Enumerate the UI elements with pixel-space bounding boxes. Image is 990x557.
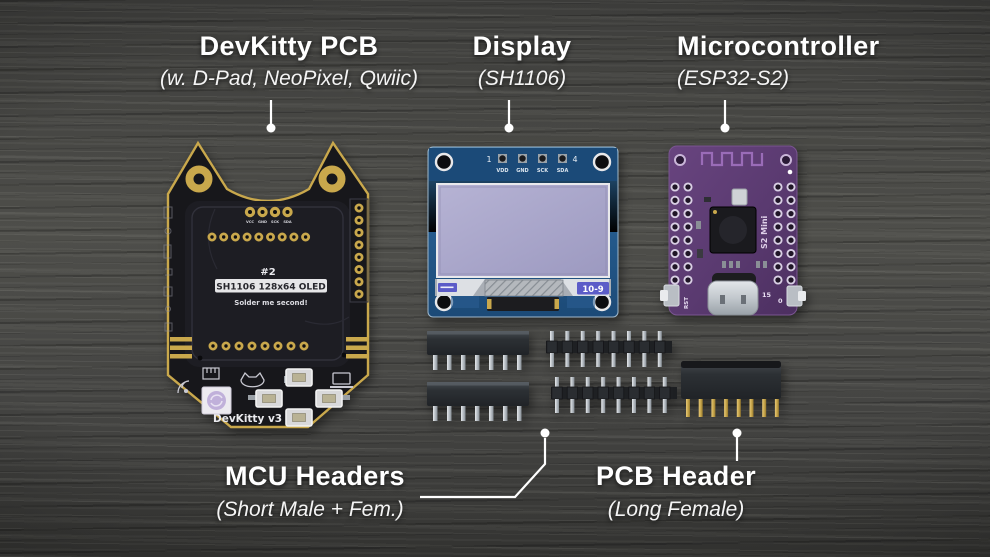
pin1-mark: 1: [486, 155, 491, 164]
svg-text:SCK: SCK: [271, 220, 279, 224]
mount-hole-right: [780, 154, 792, 166]
s2-mini-name: S2 Mini: [760, 215, 769, 249]
ribbon-connector: [487, 297, 559, 311]
dpad-right-button: [315, 389, 350, 408]
oled-pin-labels: VCC GND SCK SDA: [246, 220, 292, 224]
oled-note-text: SH1106 128x64 OLED: [216, 283, 325, 293]
dpad-down-button: [285, 408, 313, 427]
dpad-left-button: [248, 389, 283, 408]
female-header-pins: [433, 406, 522, 421]
male-header-2: [551, 377, 677, 419]
devkitty-pcb-sublabel: (w. D-Pad, NeoPixel, Qwiic): [160, 67, 418, 90]
pcb-position-number: #2: [260, 267, 275, 278]
microcontroller-photo: S2 Mini RST 15 0: [660, 145, 806, 324]
female-header-pins: [433, 355, 522, 370]
header-hole-row-bottom: [208, 341, 309, 351]
antenna-trace: [700, 151, 764, 167]
rst-label: RST: [684, 297, 690, 309]
castellation-stripes: [170, 337, 368, 359]
display-label: Display: [472, 31, 572, 61]
header-hole-row-top: [207, 232, 311, 242]
cat-face-icon: [240, 371, 265, 388]
boot-button: [786, 285, 806, 307]
pcb-header-sublabel: (Long Female): [607, 498, 745, 521]
solder-note-text: Solder me second!: [234, 299, 307, 307]
oled-display-photo: 1 4 VDD GND SCK SDA: [427, 146, 619, 323]
svg-text:VDD: VDD: [496, 168, 508, 174]
svg-text:VCC: VCC: [246, 220, 254, 224]
display-mounting-holes: [434, 152, 612, 312]
pin4-mark: 4: [572, 155, 577, 164]
left-silkscreen-icons: [163, 206, 173, 332]
display-pin-labels: VDD GND SCK SDA: [496, 168, 568, 174]
devkitty-pcb-label: DevKitty PCB: [199, 31, 379, 61]
dpad-up-button: [284, 368, 313, 387]
header-hole-column-right: [354, 203, 364, 299]
board-name-text: DevKitty v3: [213, 413, 282, 425]
pcb-header-pins: [686, 399, 779, 417]
male-header-pins: [551, 377, 671, 413]
laptop-icon: [330, 372, 353, 388]
usb-c-connector: [707, 273, 759, 316]
jack-icon: [202, 367, 220, 380]
reset-button: [660, 284, 680, 307]
oled-note-box: [215, 279, 327, 293]
pcb-header-photo: [681, 361, 785, 424]
male-header-1: [546, 331, 672, 373]
gpio-holes: [670, 182, 796, 285]
wifi-icon: [177, 380, 190, 394]
female-header-2: [427, 382, 529, 428]
display-sublabel: (SH1106): [477, 67, 567, 90]
mcu-headers-label: MCU Headers: [225, 461, 405, 491]
pcb-header-label: PCB Header: [595, 461, 757, 491]
svg-text:SDA: SDA: [283, 220, 292, 224]
ear-hole-right: [318, 165, 346, 193]
oled-pin-holes: [244, 206, 293, 218]
oled-screen: [436, 183, 610, 278]
svg-text:GND: GND: [258, 220, 267, 224]
male-header-pins: [546, 331, 666, 367]
neopixel-led: [201, 386, 232, 415]
boot0-label: 0: [778, 297, 783, 305]
microcontroller-label: Microcontroller: [677, 31, 880, 61]
crystal-can: [731, 188, 748, 206]
ear-hole-left: [185, 165, 213, 193]
display-bottom-band: 10-9: [435, 279, 611, 297]
female-header-1: [427, 331, 529, 377]
microcontroller-sublabel: (ESP32-S2): [677, 67, 790, 90]
svg-text:SDA: SDA: [557, 168, 569, 174]
mount-hole-left: [674, 154, 686, 166]
dpad-buttons: [248, 368, 350, 427]
svg-text:GND: GND: [516, 168, 528, 174]
devkitty-pcb-photo: VCC GND SCK SDA: [155, 139, 385, 436]
date-code-text: 10-9: [582, 285, 603, 295]
svg-text:SCK: SCK: [537, 168, 549, 174]
mcu-headers-sublabel: (Short Male + Fem.): [216, 498, 404, 521]
pin15-label: 15: [762, 291, 772, 299]
display-pins: [498, 154, 567, 163]
passive-components: [696, 197, 767, 268]
